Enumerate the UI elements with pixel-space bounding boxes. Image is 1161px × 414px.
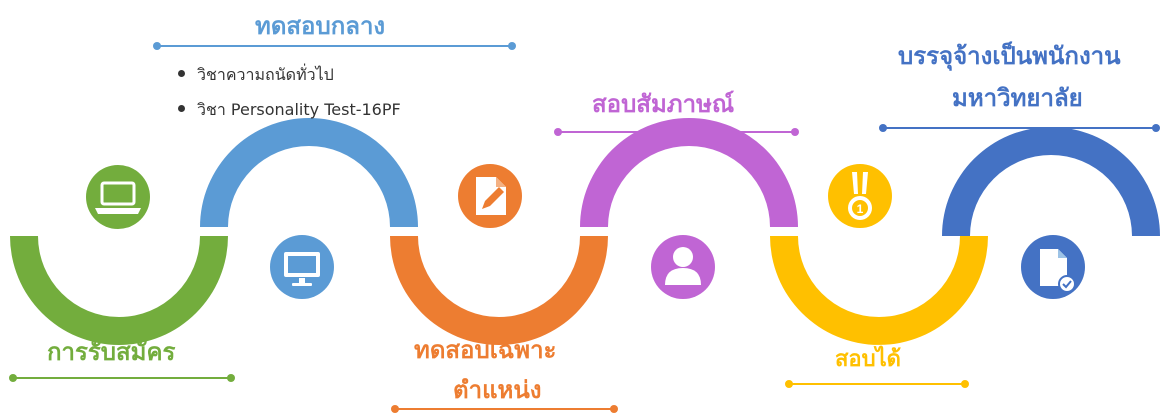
bullet-text: วิชา Personality Test-16PF [197, 100, 401, 119]
step-2-title: ทดสอบกลาง [255, 12, 386, 40]
step-2-arc [200, 118, 418, 227]
document-pencil-icon [458, 164, 522, 228]
step-1-title: การรับสมัคร [47, 338, 176, 366]
step-4-number: 4 [674, 159, 692, 189]
step-4-title: สอบสัมภาษณ์ [592, 90, 735, 118]
step-2-bullet-1: วิชาความถนัดทั่วไป [178, 67, 334, 83]
step-2-number: 2 [293, 159, 311, 189]
person-icon [651, 235, 715, 299]
step-2-underline [153, 42, 516, 50]
step-6-number: 6 [1044, 157, 1062, 187]
step-4-arc [580, 118, 798, 227]
svg-text:1: 1 [857, 202, 864, 216]
step-5-arc [770, 236, 988, 345]
step-5-underline [785, 380, 969, 388]
step-3-arc [390, 236, 608, 345]
monitor-icon [270, 235, 334, 299]
step-6-underline [879, 124, 1160, 132]
step-6-title-line1: บรรจุจ้างเป็นพนักงาน [898, 42, 1121, 70]
bullet-dot-icon [178, 105, 185, 112]
laptop-icon [86, 165, 150, 229]
medal-icon: 1 [828, 164, 892, 228]
step-1-arc [10, 236, 228, 345]
step-6-title-line2: มหาวิทยาลัย [952, 84, 1083, 112]
bullet-text: วิชาความถนัดทั่วไป [197, 65, 334, 84]
step-2-bullet-2: วิชา Personality Test-16PF [178, 102, 401, 118]
step-1-number: 1 [113, 283, 131, 313]
step-4-underline [554, 128, 799, 136]
step-5-number: 5 [863, 283, 881, 313]
step-3-underline [391, 405, 618, 413]
step-3-title-line2: ตำแหน่ง [453, 376, 542, 404]
step-5-title: สอบได้ [835, 347, 901, 372]
bullet-dot-icon [178, 70, 185, 77]
step-3-number: 3 [497, 281, 515, 311]
step-6-arc [942, 127, 1160, 236]
document-check-icon [1021, 235, 1085, 299]
step-3-title-line1: ทดสอบเฉพาะ [414, 336, 557, 364]
step-1-underline [9, 374, 235, 382]
